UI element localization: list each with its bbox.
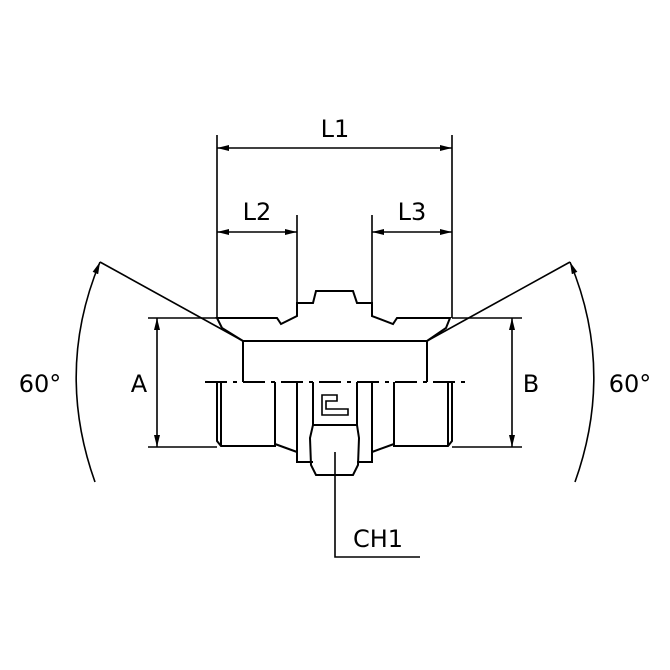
- angle-arc-left: [75, 261, 101, 483]
- right-thread: [371, 382, 453, 453]
- angle-arc-right: [569, 261, 595, 483]
- extension-lines: [148, 135, 522, 448]
- cone-angle-lines: [99, 261, 571, 342]
- label-angle-left: 60°: [19, 370, 62, 398]
- manufacturer-logo: [321, 394, 349, 416]
- label-l2: L2: [243, 198, 272, 226]
- left-thread: [216, 382, 298, 453]
- ch1-leader: [334, 452, 420, 558]
- label-l1: L1: [321, 115, 350, 143]
- hatched-section: [215, 290, 452, 342]
- label-angle-right: 60°: [609, 370, 652, 398]
- label-b: B: [523, 370, 539, 398]
- bore-outline: [242, 341, 428, 382]
- label-a: A: [131, 370, 148, 398]
- label-ch1: CH1: [353, 525, 403, 553]
- hex-body: [296, 382, 373, 476]
- label-l3: L3: [398, 198, 427, 226]
